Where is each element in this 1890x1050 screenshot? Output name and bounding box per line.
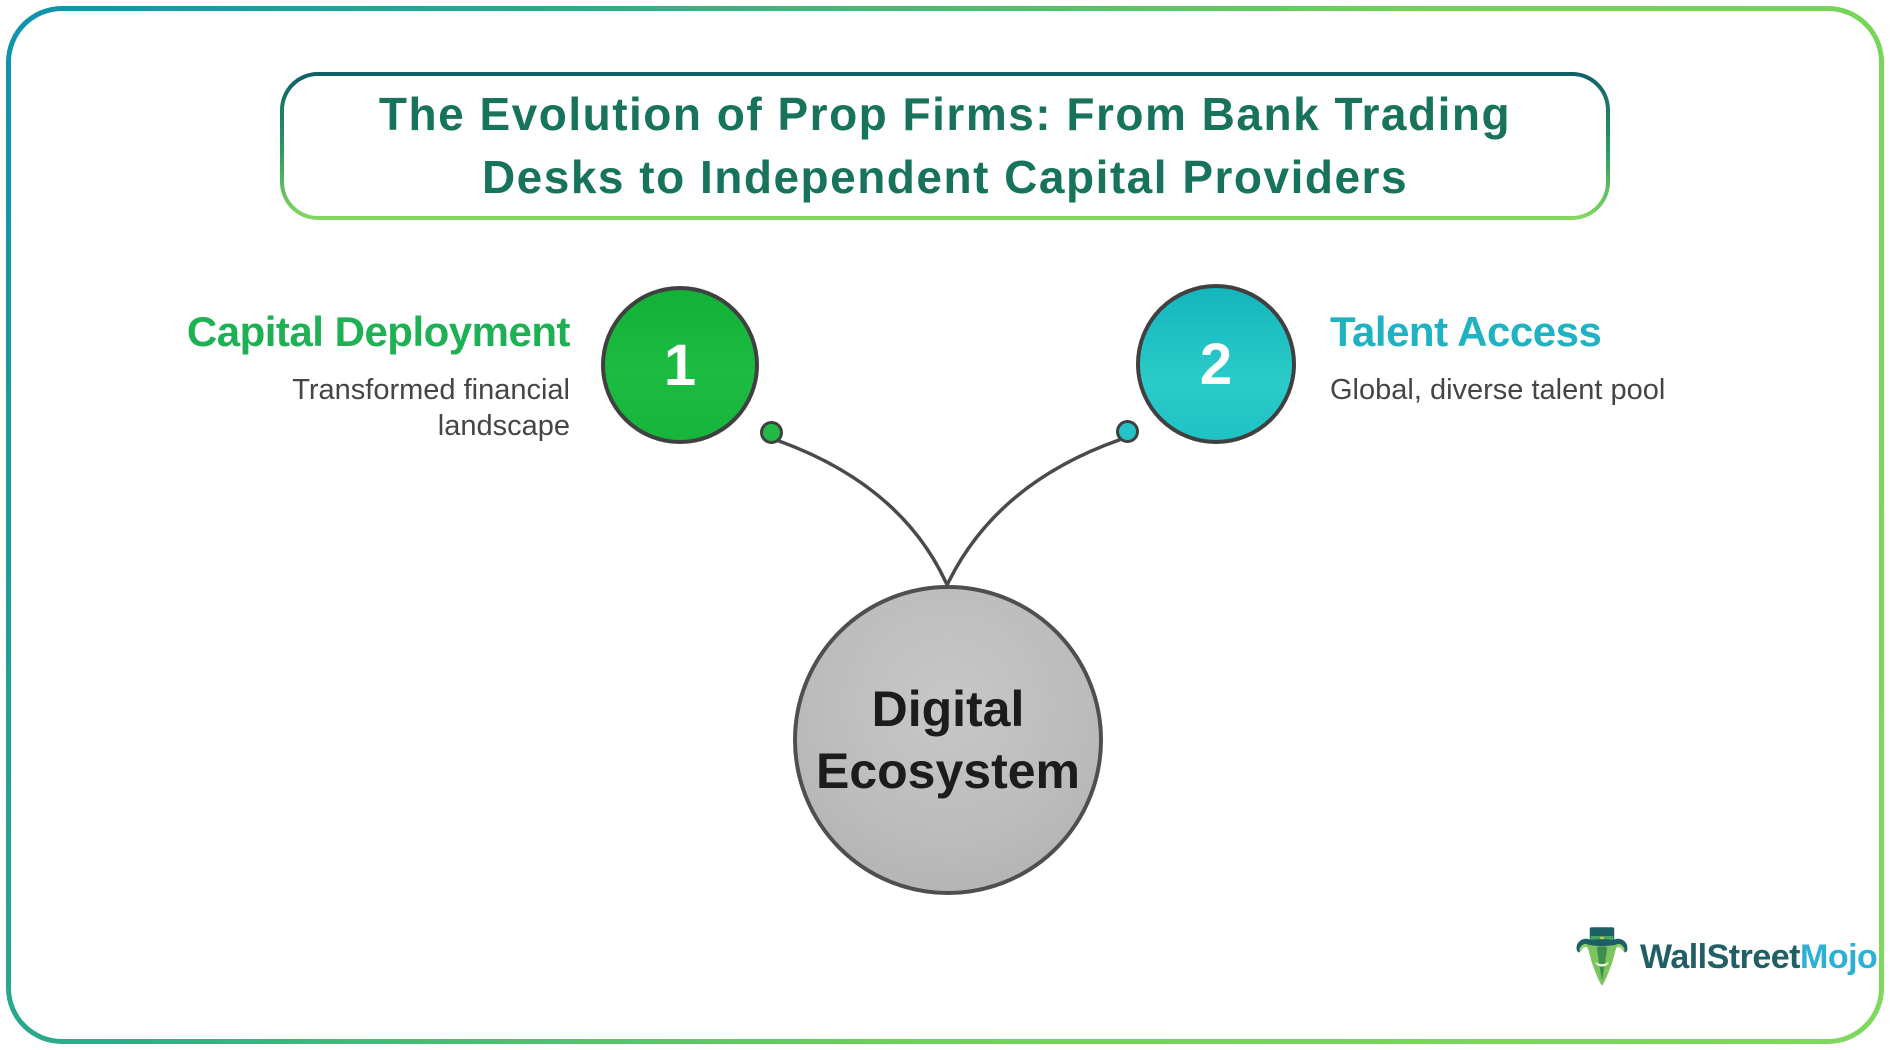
digital-ecosystem-line-2: Ecosystem [815, 743, 1081, 799]
bull-with-top-hat-icon [1576, 927, 1628, 986]
capital-deployment-title: Capital Deployment [186, 308, 571, 355]
connector-dot-1 [760, 421, 783, 444]
capital-deployment-description: Transformed financial landscape [50, 372, 570, 444]
digital-ecosystem-circle: Digital Ecosystem [793, 585, 1103, 895]
wallstreetmojo-logo: WallStreetMojo [1574, 926, 1878, 988]
node-circle-2: 2 [1136, 284, 1296, 444]
talent-access-desc-line-1: Global, diverse talent pool [1330, 374, 1666, 406]
title-box-inner: The Evolution of Prop Firms: From Bank T… [284, 76, 1606, 216]
talent-access-label-block: Talent Access Global, diverse talent poo… [1330, 308, 1850, 408]
capital-deployment-desc-line-1: Transformed financial [292, 374, 570, 406]
capital-deployment-desc-line-2: landscape [437, 410, 570, 442]
node-number-1: 1 [663, 332, 697, 398]
wordmark-wallstreet: WallStreet [1640, 937, 1801, 976]
wordmark-mojo: Mojo [1800, 937, 1878, 976]
talent-access-description: Global, diverse talent pool [1330, 372, 1850, 408]
page-title-line-1: The Evolution of Prop Firms: From Bank T… [378, 88, 1512, 140]
talent-access-title: Talent Access [1330, 308, 1602, 355]
wallstreetmojo-wordmark: WallStreetMojo [1640, 937, 1878, 977]
node-circle-1: 1 [601, 286, 759, 444]
page-title-line-2: Desks to Independent Capital Providers [481, 151, 1409, 203]
node-number-2: 2 [1199, 331, 1233, 397]
digital-ecosystem-line-1: Digital [871, 681, 1025, 737]
title-box: The Evolution of Prop Firms: From Bank T… [280, 72, 1610, 220]
capital-deployment-label-block: Capital Deployment Transformed financial… [50, 308, 571, 444]
connector-dot-2 [1116, 420, 1139, 443]
